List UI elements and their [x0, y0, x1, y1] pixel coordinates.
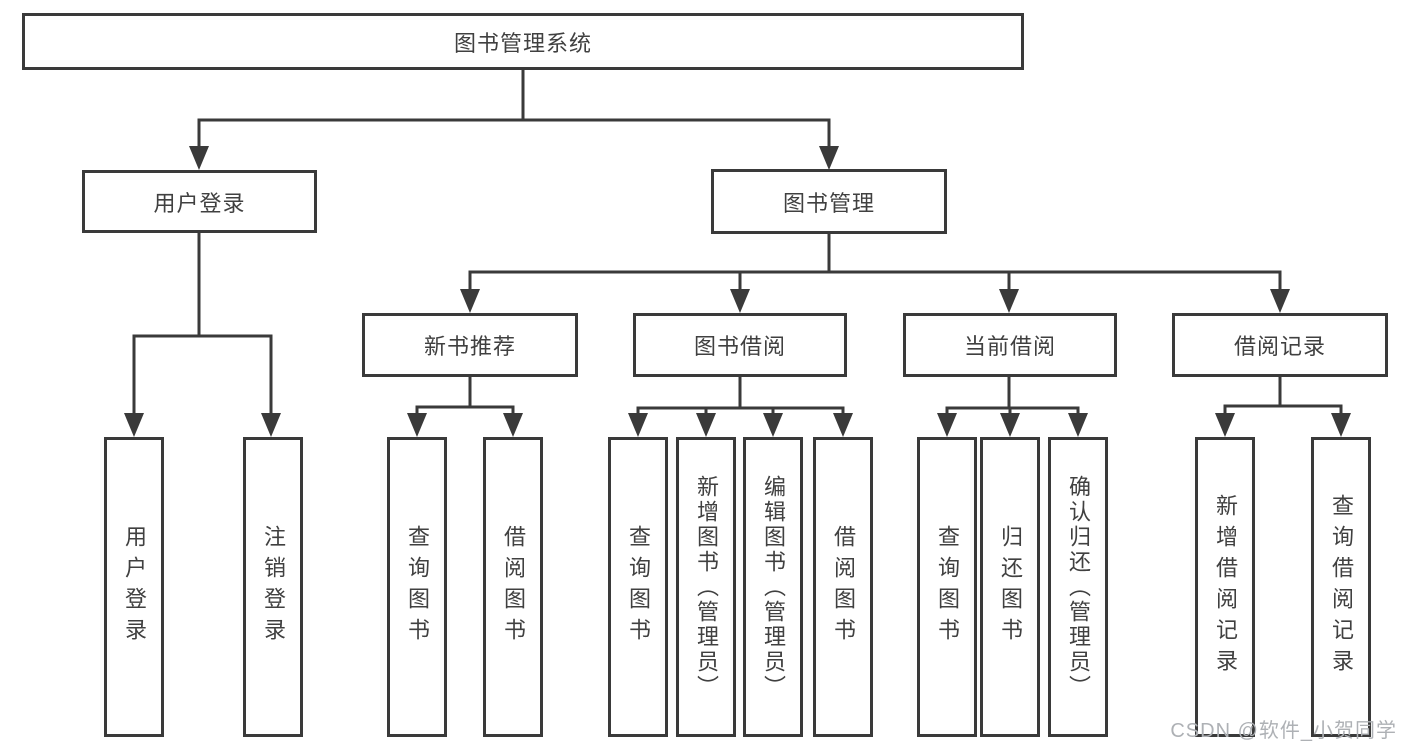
node-root-label: 图书管理系统 — [453, 30, 592, 56]
leaf-borrow-books-1: 借阅图书 — [483, 437, 543, 737]
node-user-login: 用户登录 — [82, 170, 317, 233]
node-user-login-label: 用户登录 — [153, 190, 246, 216]
connector-records — [1223, 375, 1343, 421]
leaf-add-books-admin-label: 新增图书（管理员） — [694, 474, 719, 700]
leaf-logout: 注销登录 — [243, 437, 303, 737]
node-new-books: 新书推荐 — [362, 313, 578, 377]
leaf-query-books-1: 查询图书 — [387, 437, 447, 737]
leaf-query-borrow-record-label: 查询借阅记录 — [1329, 494, 1354, 680]
node-book-mgmt: 图书管理 — [711, 169, 947, 234]
node-records: 借阅记录 — [1172, 313, 1388, 377]
leaf-query-books-2-label: 查询图书 — [626, 525, 651, 649]
node-current-label: 当前借阅 — [963, 334, 1056, 359]
leaf-add-borrow-record-label: 新增借阅记录 — [1213, 494, 1238, 680]
connector-user-login — [132, 231, 273, 421]
node-book-mgmt-label: 图书管理 — [782, 190, 875, 216]
node-root: 图书管理系统 — [22, 13, 1024, 70]
node-new-books-label: 新书推荐 — [423, 334, 516, 359]
leaf-user-login-label: 用户登录 — [122, 525, 147, 649]
connector-root — [197, 68, 831, 152]
connector-book-mgmt — [468, 232, 1282, 297]
leaf-query-books-2: 查询图书 — [608, 437, 668, 737]
leaf-logout-label: 注销登录 — [261, 525, 286, 649]
connector-current — [945, 375, 1080, 421]
leaf-add-books-admin: 新增图书（管理员） — [676, 437, 736, 737]
leaf-return-books-label: 归还图书 — [998, 525, 1023, 649]
node-borrow-label: 图书借阅 — [693, 334, 786, 359]
leaf-add-borrow-record: 新增借阅记录 — [1195, 437, 1255, 737]
arrowheads — [124, 146, 1351, 437]
leaf-borrow-books-1-label: 借阅图书 — [501, 525, 526, 649]
csdn-watermark: CSDN @软件_小贺同学 — [1170, 720, 1397, 742]
leaf-confirm-return-admin: 确认归还（管理员） — [1048, 437, 1108, 737]
leaf-borrow-books-2: 借阅图书 — [813, 437, 873, 737]
leaf-query-borrow-record: 查询借阅记录 — [1311, 437, 1371, 737]
connector-borrow — [636, 375, 845, 421]
leaf-return-books: 归还图书 — [980, 437, 1040, 737]
leaf-query-books-1-label: 查询图书 — [405, 525, 430, 649]
node-borrow: 图书借阅 — [633, 313, 847, 377]
leaf-user-login: 用户登录 — [104, 437, 164, 737]
leaf-query-books-3-label: 查询图书 — [935, 525, 960, 649]
node-current: 当前借阅 — [903, 313, 1117, 377]
leaf-query-books-3: 查询图书 — [917, 437, 977, 737]
connector-new-books — [415, 375, 515, 421]
node-records-label: 借阅记录 — [1233, 334, 1326, 359]
leaf-confirm-return-admin-label: 确认归还（管理员） — [1066, 474, 1091, 700]
leaf-borrow-books-2-label: 借阅图书 — [831, 525, 856, 649]
leaf-edit-books-admin-label: 编辑图书（管理员） — [761, 474, 786, 700]
leaf-edit-books-admin: 编辑图书（管理员） — [743, 437, 803, 737]
